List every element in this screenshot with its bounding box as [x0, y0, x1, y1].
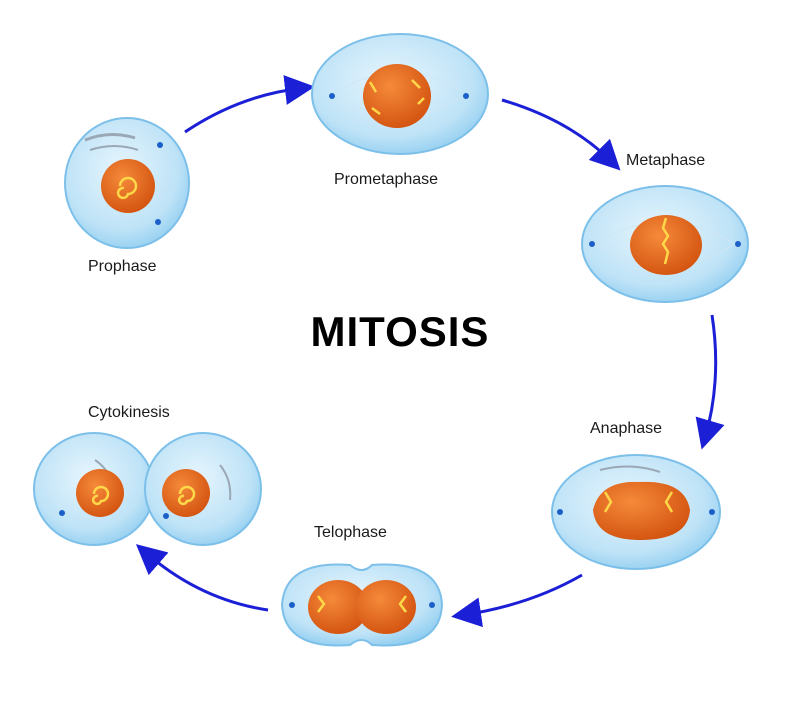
- cell-anaphase: [551, 454, 721, 570]
- chromosome: [661, 217, 670, 265]
- arrow-telophase-to-cytokinesis: [135, 544, 269, 612]
- cell-metaphase: [581, 185, 749, 303]
- cell-prometaphase: [311, 33, 489, 155]
- nucleus: [363, 64, 431, 128]
- cell-prophase: [64, 117, 190, 249]
- cell-telophase: [280, 563, 444, 647]
- chromosome: [368, 79, 425, 115]
- page-title: MITOSIS: [310, 308, 490, 355]
- nucleus-right: [162, 469, 210, 517]
- nucleus-left: [308, 580, 368, 634]
- arrow-prophase-to-prometaphase: [184, 75, 315, 134]
- arrow-metaphase-to-anaphase: [695, 314, 725, 450]
- chromosome: [603, 491, 674, 513]
- chromosome: [317, 595, 407, 613]
- label-anaphase: Anaphase: [590, 420, 663, 437]
- label-cytokinesis: Cytokinesis: [88, 404, 170, 421]
- arrow-anaphase-to-telophase: [451, 573, 583, 628]
- nucleus-right: [356, 580, 416, 634]
- nucleus: [101, 159, 155, 213]
- label-metaphase: Metaphase: [626, 152, 706, 169]
- cell-cytokinesis: [33, 432, 262, 546]
- label-prophase: Prophase: [88, 258, 157, 275]
- nucleus-left: [76, 469, 124, 517]
- arrow-prometaphase-to-metaphase: [501, 98, 621, 171]
- label-telophase: Telophase: [314, 524, 387, 541]
- nucleus: [630, 215, 702, 275]
- chromosome: [116, 176, 138, 200]
- label-prometaphase: Prometaphase: [334, 171, 439, 188]
- nucleus: [593, 481, 690, 540]
